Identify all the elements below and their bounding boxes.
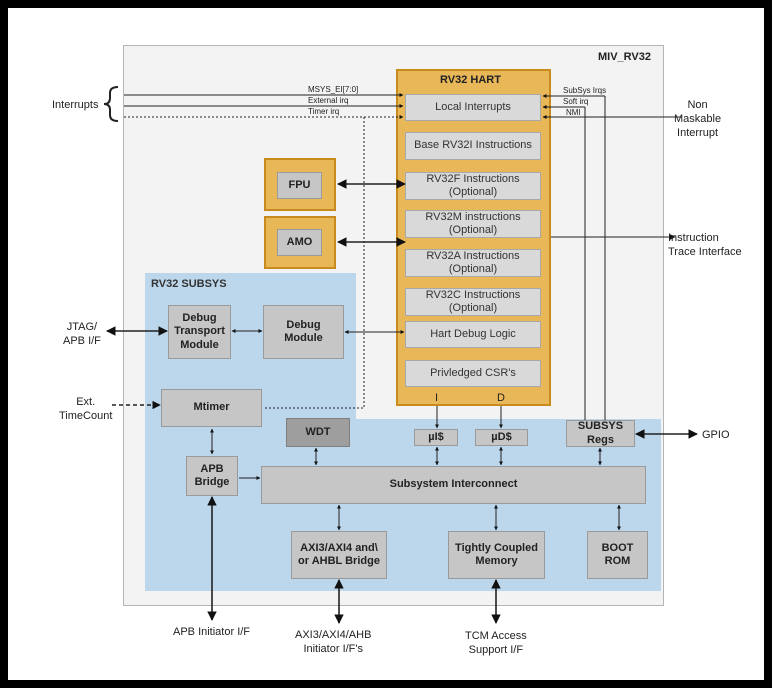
- gpio-label: GPIO: [702, 429, 730, 441]
- subsystem-interconnect: Subsystem Interconnect: [261, 466, 646, 504]
- debug-transport-module: Debug Transport Module: [168, 305, 231, 359]
- hart-port-i: I: [435, 392, 439, 404]
- hart-title: RV32 HART: [440, 74, 501, 86]
- hart-port-d: D: [497, 392, 505, 404]
- subsys-title: RV32 SUBSYS: [151, 278, 227, 290]
- dcache: µD$: [475, 429, 528, 446]
- hart-item-rv32a: RV32A Instructions (Optional): [405, 249, 541, 277]
- miv-rv32-title: MIV_RV32: [598, 51, 651, 63]
- icache: µI$: [414, 429, 458, 446]
- ext-irq-label: External irq: [308, 96, 349, 105]
- soft-irq-label: Soft irq: [563, 97, 589, 106]
- tcm-access-label: TCM Access Support I/F: [465, 630, 527, 656]
- hart-item-base-rv32i: Base RV32I Instructions: [405, 132, 541, 160]
- subsys-region-bottom: [145, 419, 661, 591]
- timer-irq-label: Timer irq: [308, 107, 340, 116]
- apb-bridge: APB Bridge: [186, 456, 238, 496]
- ext-timecount-label: Ext. TimeCount: [59, 396, 113, 422]
- nmi-label: NMI: [566, 108, 581, 117]
- timer-irq-route: [263, 117, 365, 409]
- amo-label: AMO: [277, 229, 322, 256]
- msys-label: MSYS_EI[7:0]: [308, 85, 359, 94]
- wdt: WDT: [286, 418, 350, 447]
- subsys-regs: SUBSYS Regs: [566, 420, 635, 447]
- axi-bridge: AXI3/AXI4 and\ or AHBL Bridge: [291, 531, 387, 579]
- apb-initiator-label: APB Initiator I/F: [173, 626, 251, 638]
- non-maskable-label: Non Maskable Interrupt: [674, 99, 722, 139]
- mtimer: Mtimer: [161, 389, 262, 427]
- tightly-coupled-memory: Tightly Coupled Memory: [448, 531, 545, 579]
- debug-module: Debug Module: [263, 305, 344, 359]
- hart-item-debug-logic: Hart Debug Logic: [405, 321, 541, 348]
- subsys-irqs-label: SubSys Irqs: [563, 86, 607, 95]
- hart-item-rv32f: RV32F Instructions (Optional): [405, 172, 541, 200]
- interrupts-label: Interrupts: [52, 99, 99, 111]
- hart-item-rv32m: RV32M instructions (Optional): [405, 210, 541, 238]
- jtag-label: JTAG/ APB I/F: [63, 321, 101, 347]
- interrupts-brace: [103, 86, 119, 122]
- boot-rom: BOOT ROM: [587, 531, 648, 579]
- hart-item-rv32c: RV32C Instructions (Optional): [405, 288, 541, 316]
- fpu-label: FPU: [277, 172, 322, 199]
- hart-item-local-interrupts: Local Interrupts: [405, 94, 541, 121]
- axi-initiator-label: AXI3/AXI4/AHB Initiator I/F's: [295, 629, 372, 655]
- hart-item-privileged-csr: Privledged CSR's: [405, 360, 541, 387]
- trace-interface-label: Instruction Trace Interface: [668, 232, 742, 258]
